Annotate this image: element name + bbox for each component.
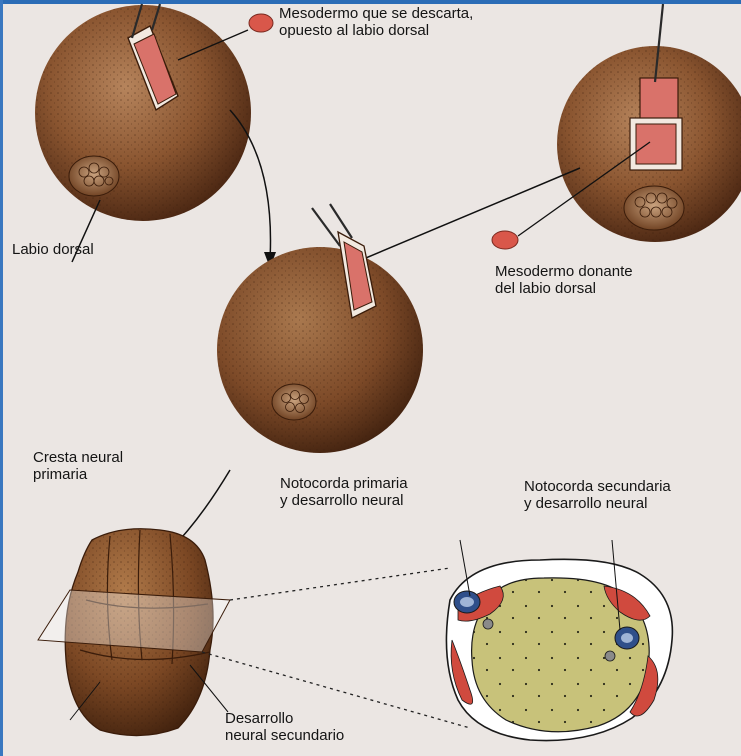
donor-graft	[636, 124, 676, 164]
donor-mesoderm	[492, 231, 518, 249]
label-neural-crest: Cresta neural primaria	[33, 449, 123, 483]
host-dorsal-lip	[69, 156, 119, 196]
grafted-embryo-texture	[217, 247, 423, 453]
secondary-neural-tube-lumen	[621, 633, 633, 643]
secondary-notochord	[605, 651, 615, 661]
label-primary-notochord: Notocorda primaria y desarrollo neural	[280, 475, 408, 509]
label-dorsal-lip: Labio dorsal	[12, 241, 94, 258]
primary-notochord	[483, 619, 493, 629]
label-discarded-mesoderm: Mesodermo que se descarta, opuesto al la…	[279, 5, 473, 39]
label-secondary-neural-dev: Desarrollo neural secundario	[225, 710, 344, 744]
grafted-dorsal-lip	[272, 384, 316, 420]
label-donor-mesoderm: Mesodermo donante del labio dorsal	[495, 263, 633, 297]
donor-cut-top	[640, 78, 678, 120]
primary-neural-tube-lumen	[460, 597, 474, 607]
host-embryo	[35, 4, 251, 221]
label-secondary-notochord: Notocorda secundaria y desarrollo neural	[524, 478, 671, 512]
discarded-mesoderm	[249, 14, 273, 32]
donor-dorsal-lip	[624, 186, 684, 230]
